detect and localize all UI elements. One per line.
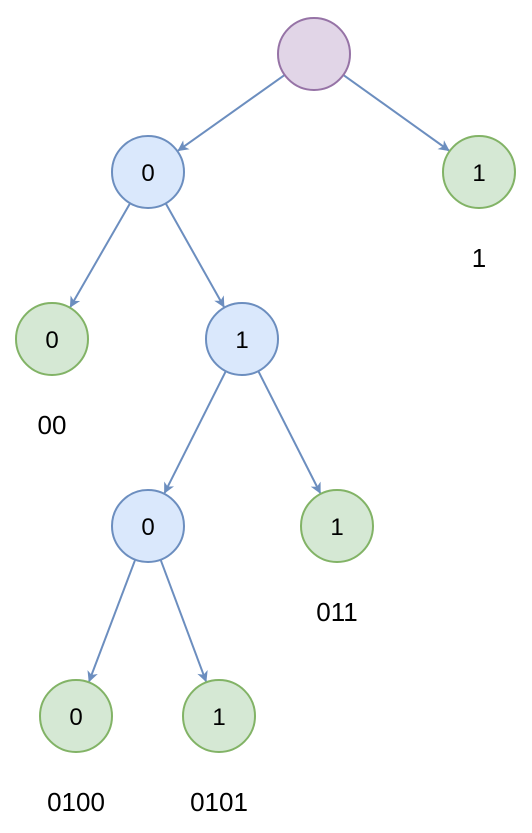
edge-n010-to-leaf0100 <box>87 559 137 683</box>
node-circle <box>111 489 185 563</box>
edge-n0-to-n01 <box>164 202 225 308</box>
nodes-layer: 0 1 0 1 0 1 0 1 <box>15 17 516 753</box>
node-label: 0 <box>69 704 82 731</box>
node-circle <box>442 135 516 209</box>
leaf-code-label: 00 <box>38 410 67 440</box>
tree-node-leaf011: 1 <box>300 489 374 563</box>
leaf-code-label: 0100 <box>47 787 105 817</box>
tree-node-root <box>277 17 351 91</box>
tree-node-n010: 0 <box>111 489 185 563</box>
node-label: 1 <box>212 704 225 731</box>
node-circle <box>111 135 185 209</box>
node-label: 1 <box>472 160 485 187</box>
node-label: 0 <box>141 514 154 541</box>
node-circle <box>39 679 113 753</box>
node-circle <box>15 302 89 376</box>
edge-n01-to-leaf011 <box>257 370 322 494</box>
tree-node-leaf00: 0 <box>15 302 89 376</box>
node-circle <box>300 489 374 563</box>
node-label: 1 <box>330 514 343 541</box>
tree-node-n0: 0 <box>111 135 185 209</box>
edge-root-to-leaf1 <box>342 74 450 152</box>
node-label: 0 <box>45 327 58 354</box>
edges-layer <box>69 74 450 683</box>
edge-root-to-n0 <box>177 74 286 152</box>
tree-node-leaf0100: 0 <box>39 679 113 753</box>
node-label: 1 <box>235 327 248 354</box>
node-circle <box>182 679 256 753</box>
tree-node-n01: 1 <box>205 302 279 376</box>
node-circle <box>205 302 279 376</box>
node-circle <box>277 17 351 91</box>
leaf-code-label: 011 <box>316 597 357 627</box>
edge-n01-to-n010 <box>163 370 227 494</box>
edge-n0-to-leaf00 <box>69 202 131 308</box>
leaf-code-label: 1 <box>472 243 486 273</box>
node-label: 0 <box>141 160 154 187</box>
tree-node-leaf0101: 1 <box>182 679 256 753</box>
leaf-code-label: 0101 <box>190 787 248 817</box>
edge-n010-to-leaf0101 <box>159 559 208 683</box>
tree-node-leaf1: 1 <box>442 135 516 209</box>
